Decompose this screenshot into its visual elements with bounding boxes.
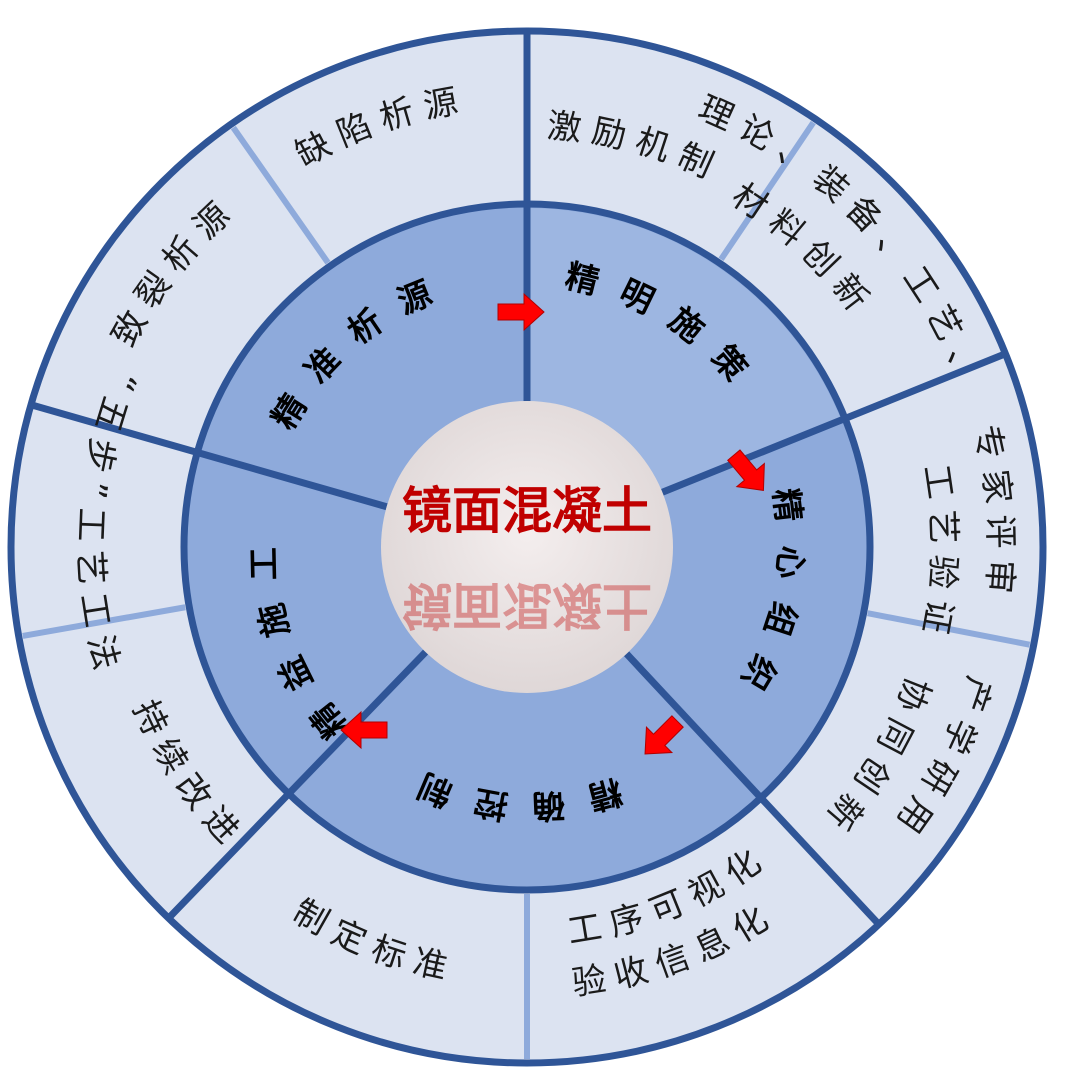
- red-arrow-icon: [644, 715, 684, 755]
- divider-line-light: [718, 120, 816, 262]
- divider-line-light: [22, 604, 186, 639]
- red-arrow-icon: [497, 292, 545, 332]
- center-hub: 镜面混凝土 镜面混凝土: [381, 401, 673, 693]
- divider-line: [166, 649, 429, 921]
- divider-line-light: [867, 610, 1031, 648]
- center-title-reflection: 镜面混凝土: [402, 576, 652, 635]
- divider-line: [624, 651, 882, 927]
- divider-line-light: [230, 125, 331, 265]
- red-arrow-icon: [340, 710, 388, 750]
- divider-line: [30, 401, 388, 511]
- svg-text:镜面混凝土: 镜面混凝土: [402, 576, 652, 635]
- center-circle: [381, 401, 673, 693]
- center-title: 镜面混凝土: [402, 481, 652, 540]
- divider-line: [661, 350, 1007, 496]
- red-arrow-icon: [727, 449, 765, 491]
